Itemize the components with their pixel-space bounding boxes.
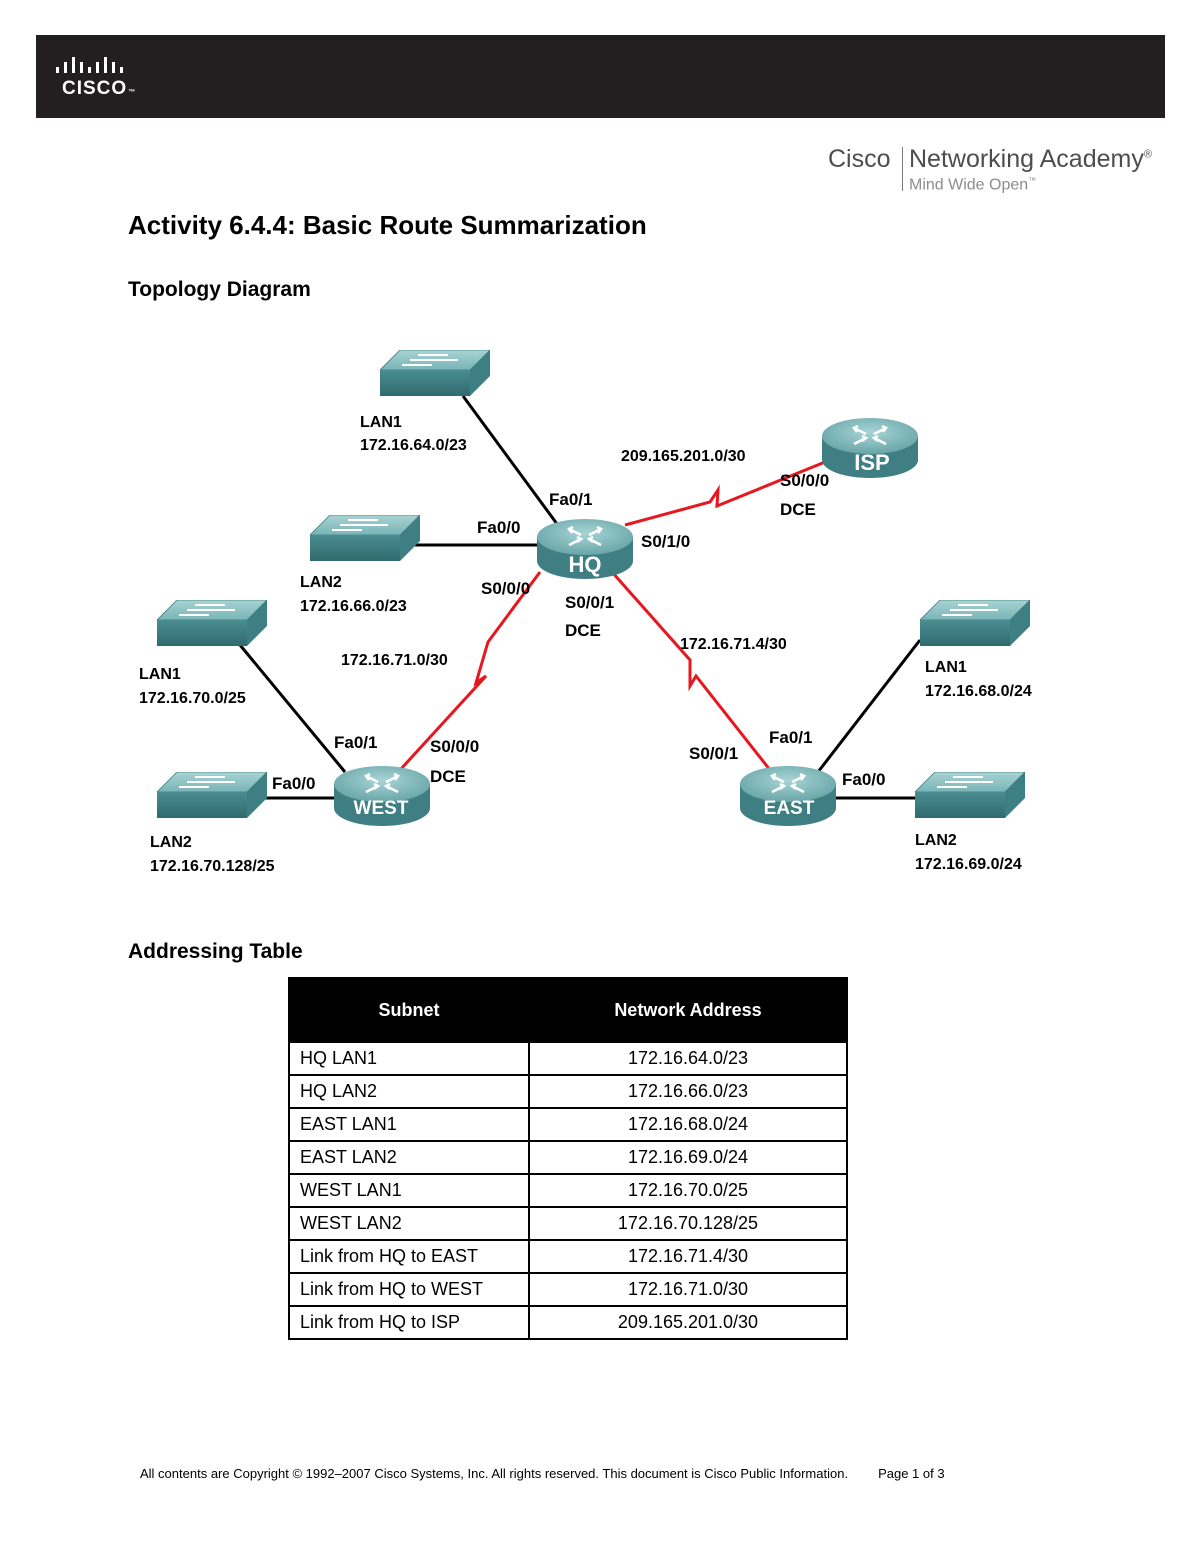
east-fa01-label: Fa0/1	[769, 728, 812, 747]
cisco-logo-icon	[56, 57, 123, 73]
subnet-cell: HQ LAN1	[288, 1041, 530, 1076]
subnet-cell: HQ LAN2	[288, 1074, 530, 1109]
network-address-cell: 172.16.68.0/24	[528, 1107, 848, 1142]
west-fa01-label: Fa0/1	[334, 733, 377, 752]
hq-s000-label: S0/0/0	[481, 579, 530, 598]
network-address-cell: 172.16.70.128/25	[528, 1206, 848, 1241]
serial-links	[398, 460, 826, 772]
network-address-cell: 172.16.71.4/30	[528, 1239, 848, 1274]
network-address-cell: 172.16.70.0/25	[528, 1173, 848, 1208]
west-lan2-switch-icon	[157, 772, 267, 818]
page-number: Page 1 of 3	[878, 1466, 945, 1481]
hq-fa01-label: Fa0/1	[549, 490, 592, 509]
hq-lan2-name: LAN2	[300, 574, 342, 591]
cisco-logo-word: CISCO™	[62, 78, 137, 99]
west-s000-label: S0/0/0	[430, 737, 479, 756]
isp-router-label: ISP	[854, 450, 889, 475]
hq-lan1-switch-icon	[380, 350, 490, 396]
west-fa00-label: Fa0/0	[272, 774, 315, 793]
hq-lan2-switch-icon	[310, 515, 420, 561]
table-header-row: Subnet Network Address	[288, 977, 848, 1043]
hq-east-link-network: 172.16.71.4/30	[680, 636, 787, 653]
academy-separator	[902, 147, 903, 191]
copyright-notice: All contents are Copyright © 1992–2007 C…	[140, 1466, 849, 1481]
network-address-cell: 172.16.64.0/23	[528, 1041, 848, 1076]
hq-router-label: HQ	[569, 552, 602, 577]
west-lan2-name: LAN2	[150, 834, 192, 851]
isp-dce-label: DCE	[780, 500, 816, 519]
east-lan1-switch-icon	[920, 600, 1030, 646]
column-header-network-address: Network Address	[528, 977, 848, 1043]
academy-brand: Cisco	[828, 145, 891, 173]
page-footer: All contents are Copyright © 1992–2007 C…	[140, 1466, 945, 1481]
hq-s010-label: S0/1/0	[641, 532, 690, 551]
west-router-label: WEST	[354, 798, 409, 819]
hq-isp-link-network: 209.165.201.0/30	[621, 448, 746, 465]
east-lan2-name: LAN2	[915, 832, 957, 849]
topology-diagram: HQ ISP WEST EAST LAN1 172.16.64.0/23 LAN…	[139, 350, 1032, 875]
east-lan2-network: 172.16.69.0/24	[915, 856, 1022, 873]
header-bar: CISCO™	[36, 35, 1165, 118]
ethernet-links	[238, 395, 922, 800]
subnet-cell: EAST LAN1	[288, 1107, 530, 1142]
hq-west-link-network: 172.16.71.0/30	[341, 652, 448, 669]
subnet-cell: WEST LAN2	[288, 1206, 530, 1241]
hq-fa00-label: Fa0/0	[477, 518, 520, 537]
network-address-cell: 209.165.201.0/30	[528, 1305, 848, 1340]
east-lan1-network: 172.16.68.0/24	[925, 683, 1032, 700]
east-fa00-label: Fa0/0	[842, 770, 885, 789]
isp-s000-label: S0/0/0	[780, 471, 829, 490]
network-address-cell: 172.16.66.0/23	[528, 1074, 848, 1109]
hq-s001-dce-label: DCE	[565, 621, 601, 640]
west-lan1-name: LAN1	[139, 666, 181, 683]
network-address-cell: 172.16.71.0/30	[528, 1272, 848, 1307]
topology-heading: Topology Diagram	[128, 278, 311, 301]
subnet-cell: WEST LAN1	[288, 1173, 530, 1208]
academy-name: Networking Academy®	[909, 145, 1152, 173]
hq-s001-label: S0/0/1	[565, 593, 614, 612]
west-lan1-switch-icon	[157, 600, 267, 646]
east-lan2-switch-icon	[915, 772, 1025, 818]
document-title: Activity 6.4.4: Basic Route Summarizatio…	[128, 210, 647, 240]
networking-academy-logo: Cisco Networking Academy® Mind Wide Open…	[828, 143, 1168, 195]
subnet-cell: Link from HQ to EAST	[288, 1239, 530, 1274]
hq-lan1-name: LAN1	[360, 414, 402, 431]
subnet-cell: Link from HQ to ISP	[288, 1305, 530, 1340]
column-header-subnet: Subnet	[288, 977, 530, 1043]
addressing-heading: Addressing Table	[128, 940, 303, 963]
west-lan2-network: 172.16.70.128/25	[150, 858, 275, 875]
hq-lan1-network: 172.16.64.0/23	[360, 437, 467, 454]
east-router-label: EAST	[764, 798, 815, 819]
subnet-cell: EAST LAN2	[288, 1140, 530, 1175]
east-lan1-name: LAN1	[925, 659, 967, 676]
east-s001-label: S0/0/1	[689, 744, 738, 763]
west-dce-label: DCE	[430, 767, 466, 786]
west-lan1-network: 172.16.70.0/25	[139, 690, 246, 707]
hq-lan2-network: 172.16.66.0/23	[300, 598, 407, 615]
subnet-cell: Link from HQ to WEST	[288, 1272, 530, 1307]
network-address-cell: 172.16.69.0/24	[528, 1140, 848, 1175]
academy-tagline: Mind Wide Open™	[909, 176, 1037, 194]
